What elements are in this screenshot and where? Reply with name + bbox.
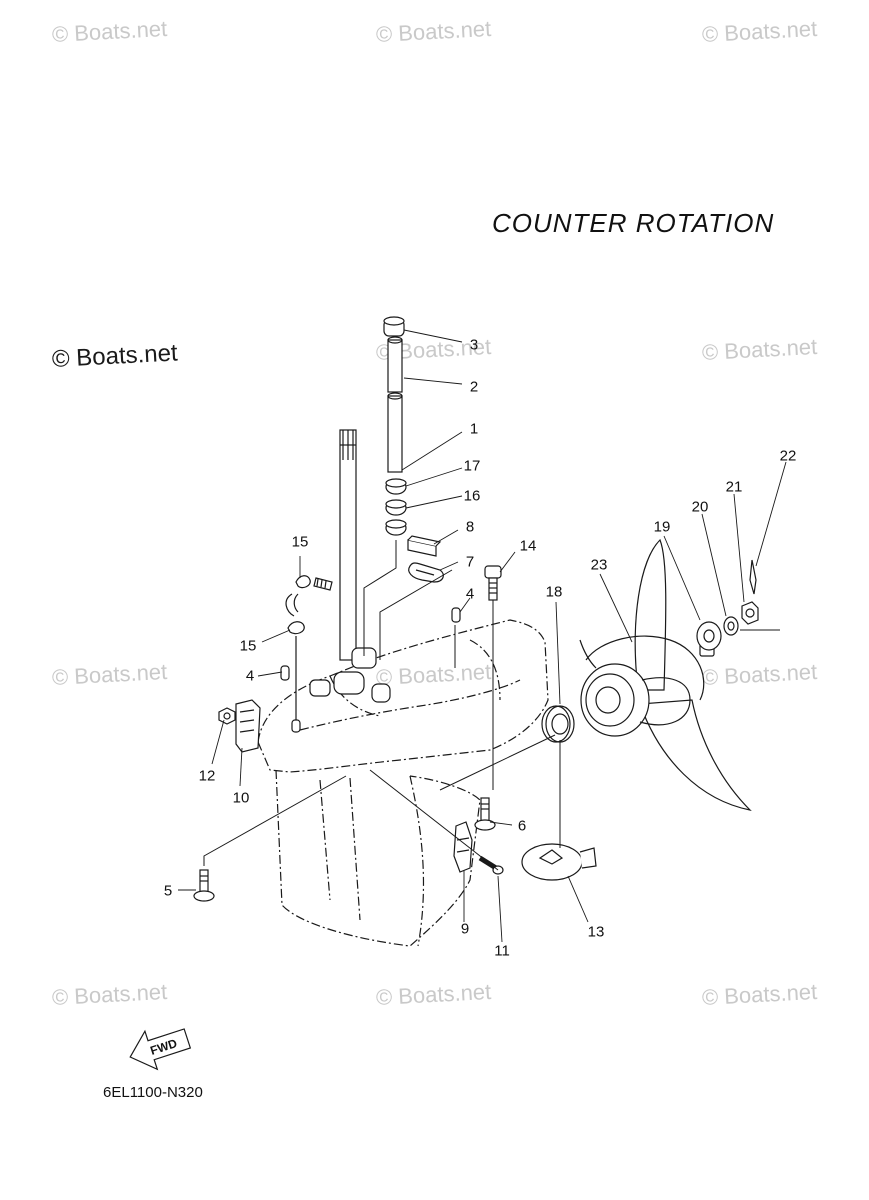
callout-7: 7 xyxy=(465,553,475,571)
rubber-seal-parts xyxy=(407,535,444,583)
lower-unit-housing xyxy=(257,619,549,947)
callout-6: 6 xyxy=(517,817,527,835)
callout-9: 9 xyxy=(460,920,470,938)
bolt-5 xyxy=(193,869,215,902)
callout-leaders xyxy=(178,329,787,943)
callout-1: 1 xyxy=(469,420,479,438)
callout-2: 2 xyxy=(469,378,479,396)
callout-5: 5 xyxy=(163,882,173,900)
prop-hardware xyxy=(696,559,759,651)
callout-15: 15 xyxy=(239,637,257,655)
callout-4: 4 xyxy=(245,667,255,685)
bolt-6 xyxy=(474,797,496,831)
callout-23: 23 xyxy=(590,556,608,574)
assembly-lines xyxy=(203,540,780,871)
water-tube-parts xyxy=(383,316,407,536)
callout-12: 12 xyxy=(198,767,216,785)
dowel-pin xyxy=(451,607,461,623)
propeller-23 xyxy=(579,538,752,811)
thrust-washer-18 xyxy=(541,705,575,743)
trim-tab-13 xyxy=(521,843,597,881)
bolt-14 xyxy=(484,565,502,601)
callout-17: 17 xyxy=(463,457,481,475)
drive-shaft xyxy=(309,429,391,703)
diagram-code: 6EL1100-N320 xyxy=(103,1084,203,1101)
callout-3: 3 xyxy=(469,336,479,354)
callout-4: 4 xyxy=(465,585,475,603)
callout-21: 21 xyxy=(725,478,743,496)
callout-16: 16 xyxy=(463,487,481,505)
callout-22: 22 xyxy=(779,447,797,465)
callout-19: 19 xyxy=(653,518,671,536)
diagram-title: COUNTER ROTATION xyxy=(492,208,775,238)
anode-bracket-9 xyxy=(453,821,473,873)
hose-clamp-parts xyxy=(285,575,333,733)
callout-11: 11 xyxy=(494,942,510,960)
callout-14: 14 xyxy=(519,537,537,555)
callout-8: 8 xyxy=(465,518,475,536)
callout-18: 18 xyxy=(545,583,563,601)
nut-and-bracket xyxy=(218,699,261,753)
screw-11 xyxy=(478,855,504,875)
callout-20: 20 xyxy=(691,498,709,516)
dowel-pin xyxy=(280,665,290,681)
callout-15: 15 xyxy=(291,533,309,551)
callout-13: 13 xyxy=(587,923,605,941)
callout-10: 10 xyxy=(232,789,250,807)
fwd-arrow xyxy=(129,1028,192,1071)
